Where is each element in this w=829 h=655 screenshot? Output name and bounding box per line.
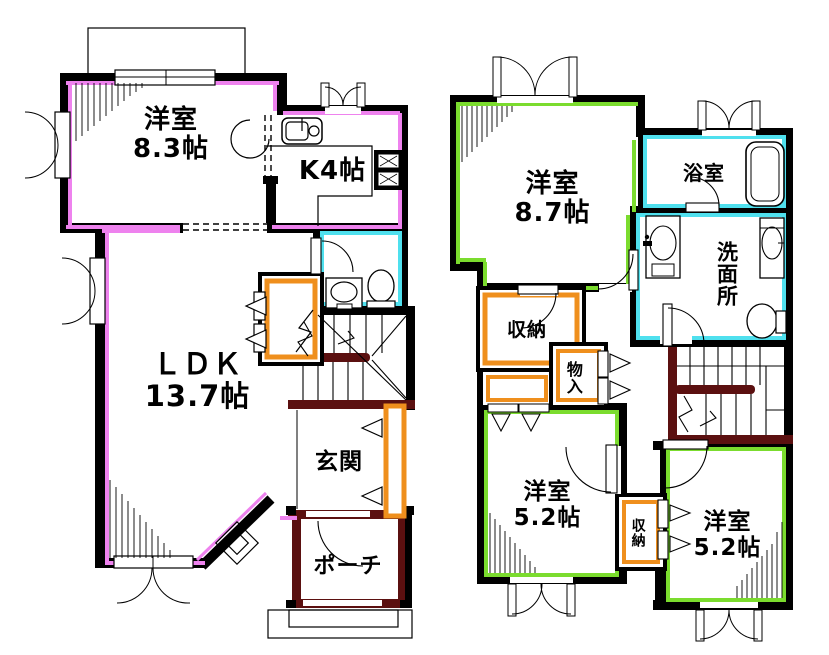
door-arc-icon bbox=[317, 520, 364, 567]
door-arc-icon bbox=[520, 292, 557, 329]
kitchen-fixtures bbox=[266, 117, 403, 226]
front-door-icon bbox=[383, 403, 407, 519]
bathtub-icon bbox=[745, 141, 785, 207]
toilet-icon bbox=[367, 269, 395, 303]
sliding-door-chevron bbox=[360, 486, 383, 506]
up-arrow-icon bbox=[699, 410, 717, 427]
sliding-door-chevron bbox=[244, 329, 267, 349]
door-leaf bbox=[310, 237, 322, 275]
room-label-western-room-8-3: 洋室 8.3帖 bbox=[86, 105, 256, 165]
floor1-plan bbox=[24, 27, 415, 639]
room-label-storage-upper: 収納 bbox=[486, 319, 568, 341]
break-line-icon bbox=[295, 309, 314, 353]
room-name: 浴室 bbox=[683, 161, 725, 185]
room-label-western-room-right: 洋室 5.2帖 bbox=[660, 509, 795, 562]
porch-opening bbox=[303, 600, 382, 606]
room-label-western-room-left: 洋室 5.2帖 bbox=[480, 479, 615, 532]
room-name: 収納 bbox=[629, 518, 646, 548]
porch-steps bbox=[267, 609, 413, 639]
toilet-icon bbox=[746, 303, 787, 339]
door-arc-icon bbox=[597, 253, 634, 290]
room-size: 8.3帖 bbox=[132, 134, 210, 165]
counter-outline bbox=[266, 145, 373, 226]
room-label-bathroom: 浴室 bbox=[650, 162, 758, 184]
floor1-wall-corner-caps bbox=[286, 506, 414, 608]
sliding-door-chevron bbox=[609, 380, 632, 400]
sliding-door-chevron bbox=[669, 535, 692, 553]
casement-window-icon bbox=[320, 82, 330, 108]
room-size: 5.2帖 bbox=[513, 504, 582, 531]
room-name: ポーチ bbox=[313, 554, 383, 579]
floor2-plan bbox=[450, 56, 793, 642]
casement-window-icon bbox=[89, 257, 106, 325]
floor1-toilet-fixtures bbox=[310, 237, 396, 310]
floor2-staircase bbox=[677, 347, 784, 435]
room-label-closet: 物入 bbox=[563, 353, 583, 403]
room-label-entrance: 玄関 bbox=[283, 449, 395, 476]
floor2-fixtures bbox=[643, 141, 787, 339]
break-line-icon bbox=[678, 395, 693, 433]
sliding-door-chevron bbox=[669, 504, 692, 522]
door-swing-circle bbox=[230, 119, 270, 159]
door-arc-icon bbox=[667, 307, 705, 345]
room-size: 8.7帖 bbox=[514, 198, 591, 229]
room-label-storage-middle: 収納 bbox=[629, 507, 646, 559]
door-arc-icon bbox=[321, 240, 354, 273]
room-name: 洋室 bbox=[143, 105, 198, 135]
floor2-sliding-doors bbox=[487, 350, 692, 560]
understair-storage-orange bbox=[264, 278, 318, 360]
room-name: 洋室 bbox=[703, 509, 752, 535]
room-name: K4帖 bbox=[298, 156, 367, 186]
room-name: 収納 bbox=[506, 319, 547, 341]
door-arc-icon bbox=[565, 446, 612, 493]
break-line-icon bbox=[297, 321, 313, 357]
room-label-porch: ポーチ bbox=[292, 554, 404, 580]
room-name: 洋室 bbox=[525, 169, 580, 199]
corner-diamond-icon bbox=[214, 520, 260, 566]
sliding-door-chevron bbox=[360, 418, 383, 438]
entrance-threshold bbox=[306, 511, 370, 517]
room-label-ldk: ＬＤＫ 13.7帖 bbox=[95, 348, 300, 413]
door-arc-icon bbox=[689, 176, 720, 207]
sliding-door-chevron bbox=[521, 413, 541, 433]
casement-window-icon bbox=[697, 100, 707, 131]
room-name: 物入 bbox=[563, 361, 583, 395]
casement-window-icon bbox=[54, 111, 71, 179]
room-size: 5.2帖 bbox=[693, 534, 762, 561]
floor2-windows bbox=[492, 56, 763, 642]
room-name: 洗面所 bbox=[714, 241, 739, 307]
hatch-lines bbox=[461, 106, 783, 598]
sliding-door-chevron bbox=[244, 296, 267, 316]
floor2-maroon-walls bbox=[668, 347, 793, 444]
floor1-staircase bbox=[297, 314, 407, 401]
washbasin-icon bbox=[643, 215, 681, 279]
room-label-washroom: 洗面所 bbox=[714, 224, 739, 324]
casement-window-icon bbox=[507, 583, 517, 617]
casement-window-icon bbox=[695, 609, 705, 642]
dashed-opening bbox=[183, 115, 272, 233]
floor2-doors bbox=[517, 176, 720, 494]
casement-window-icon bbox=[492, 56, 502, 98]
room-name: ＬＤＫ bbox=[152, 347, 243, 381]
room-label-western-room-8-7: 洋室 8.7帖 bbox=[465, 169, 640, 229]
stove-icon bbox=[374, 150, 403, 190]
vanity-basin-icon bbox=[759, 217, 785, 279]
sliding-door-chevron bbox=[609, 353, 632, 373]
room-name: 洋室 bbox=[523, 479, 572, 505]
room-size: 13.7帖 bbox=[144, 379, 251, 414]
room-label-kitchen: K4帖 bbox=[275, 156, 390, 186]
floor1-windows bbox=[24, 69, 366, 604]
hatch-lines bbox=[75, 83, 171, 558]
room-name: 玄関 bbox=[315, 449, 363, 475]
sliding-door-chevron bbox=[491, 413, 511, 433]
door-arc-icon bbox=[664, 445, 708, 489]
porch-steps bbox=[288, 609, 399, 628]
up-arrow-icon bbox=[337, 330, 355, 345]
